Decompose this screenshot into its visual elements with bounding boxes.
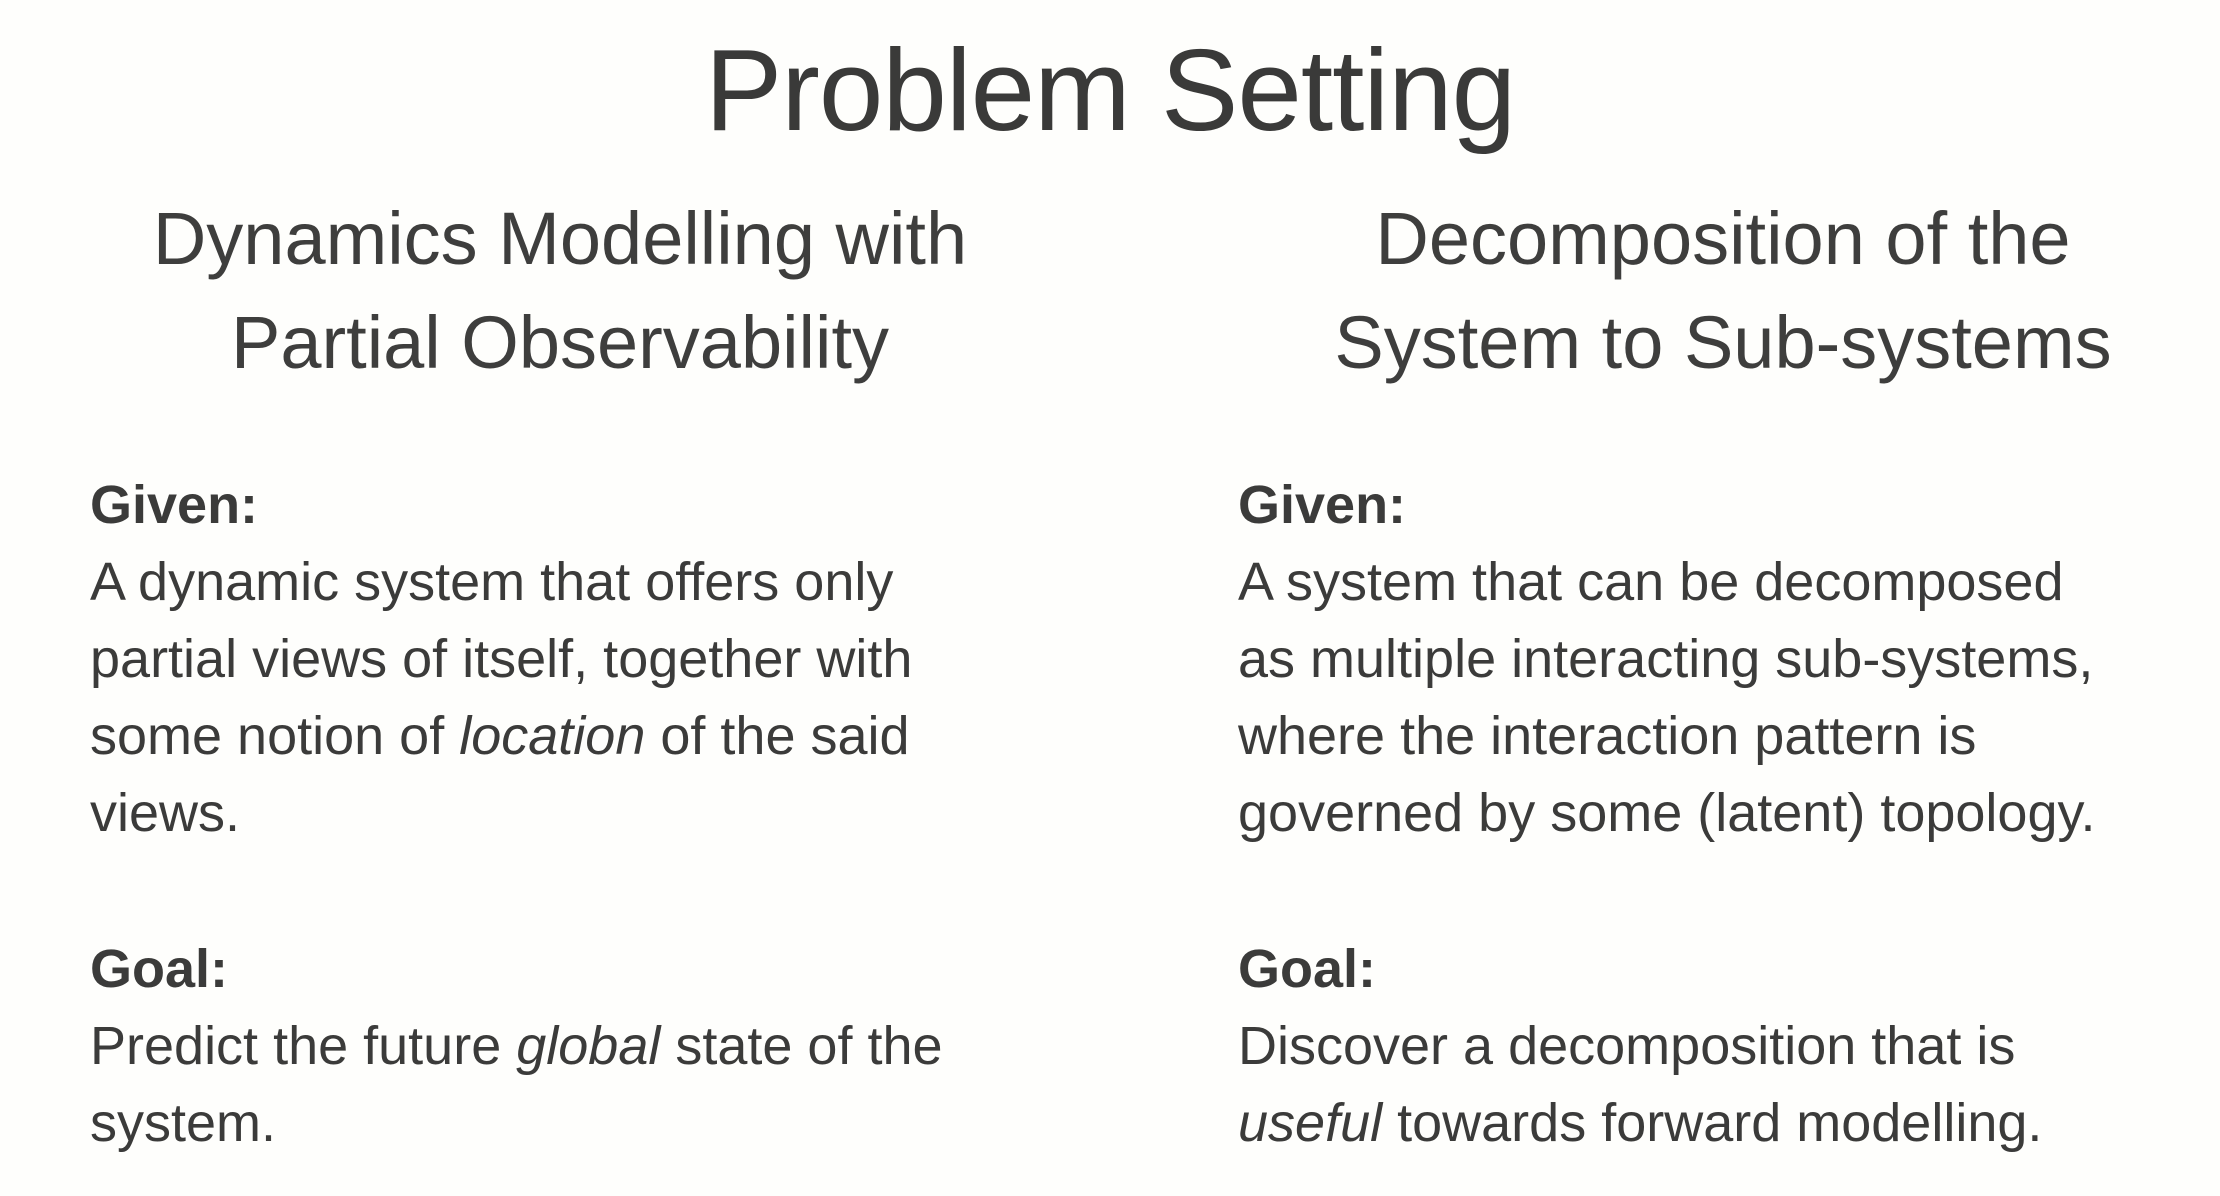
left-goal-section: Goal: Predict the future global state of… — [90, 931, 1090, 1162]
right-goal-line-2-post: towards forward modelling. — [1382, 1093, 2043, 1153]
left-given-line-1: A dynamic system that offers only — [90, 552, 894, 612]
right-heading-line-1: Decomposition of the — [1375, 197, 2071, 280]
left-given-line-4: views. — [90, 783, 241, 843]
right-goal-emphasis-useful: useful — [1238, 1093, 1383, 1153]
left-heading-line-1: Dynamics Modelling with — [152, 197, 968, 280]
left-goal-emphasis-global: global — [516, 1016, 661, 1076]
right-column-heading: Decomposition of the System to Sub-syste… — [1178, 187, 2220, 395]
left-given-emphasis-location: location — [459, 706, 646, 766]
left-goal-line-2: system. — [90, 1093, 277, 1153]
right-goal-line-2: useful towards forward modelling. — [1238, 1085, 2220, 1162]
right-given-line-4: governed by some (latent) topology. — [1238, 783, 2096, 843]
right-given-line-1: A system that can be decomposed — [1238, 552, 2064, 612]
right-heading-line-2: System to Sub-systems — [1334, 301, 2112, 384]
left-goal-label: Goal: — [90, 939, 229, 999]
left-goal-line-1-post: state of the — [660, 1016, 943, 1076]
left-heading-line-2: Partial Observability — [230, 301, 889, 384]
right-given-line-3: where the interaction pattern is — [1238, 706, 1977, 766]
slide-title: Problem Setting — [704, 25, 1516, 155]
left-given-line-3-pre: some notion of — [90, 706, 460, 766]
right-goal-label: Goal: — [1238, 939, 1377, 999]
right-given-label: Given: — [1238, 475, 1407, 535]
right-given-line-2: as multiple interacting sub-systems, — [1238, 629, 2094, 689]
right-given-section: Given: A system that can be decomposed a… — [1238, 467, 2220, 852]
left-goal-line-1-pre: Predict the future — [90, 1016, 517, 1076]
left-given-line-3-post: of the said — [645, 706, 910, 766]
right-goal-line-1: Discover a decomposition that is — [1238, 1016, 2016, 1076]
left-column-heading: Dynamics Modelling with Partial Observab… — [90, 187, 1030, 395]
left-given-label: Given: — [90, 475, 259, 535]
left-goal-line-1: Predict the future global state of the — [90, 1008, 1090, 1085]
left-given-line-3: some notion of location of the said — [90, 698, 1090, 775]
left-given-line-2: partial views of itself, together with — [90, 629, 913, 689]
left-given-section: Given: A dynamic system that offers only… — [90, 467, 1090, 852]
right-goal-section: Goal: Discover a decomposition that is u… — [1238, 931, 2220, 1162]
